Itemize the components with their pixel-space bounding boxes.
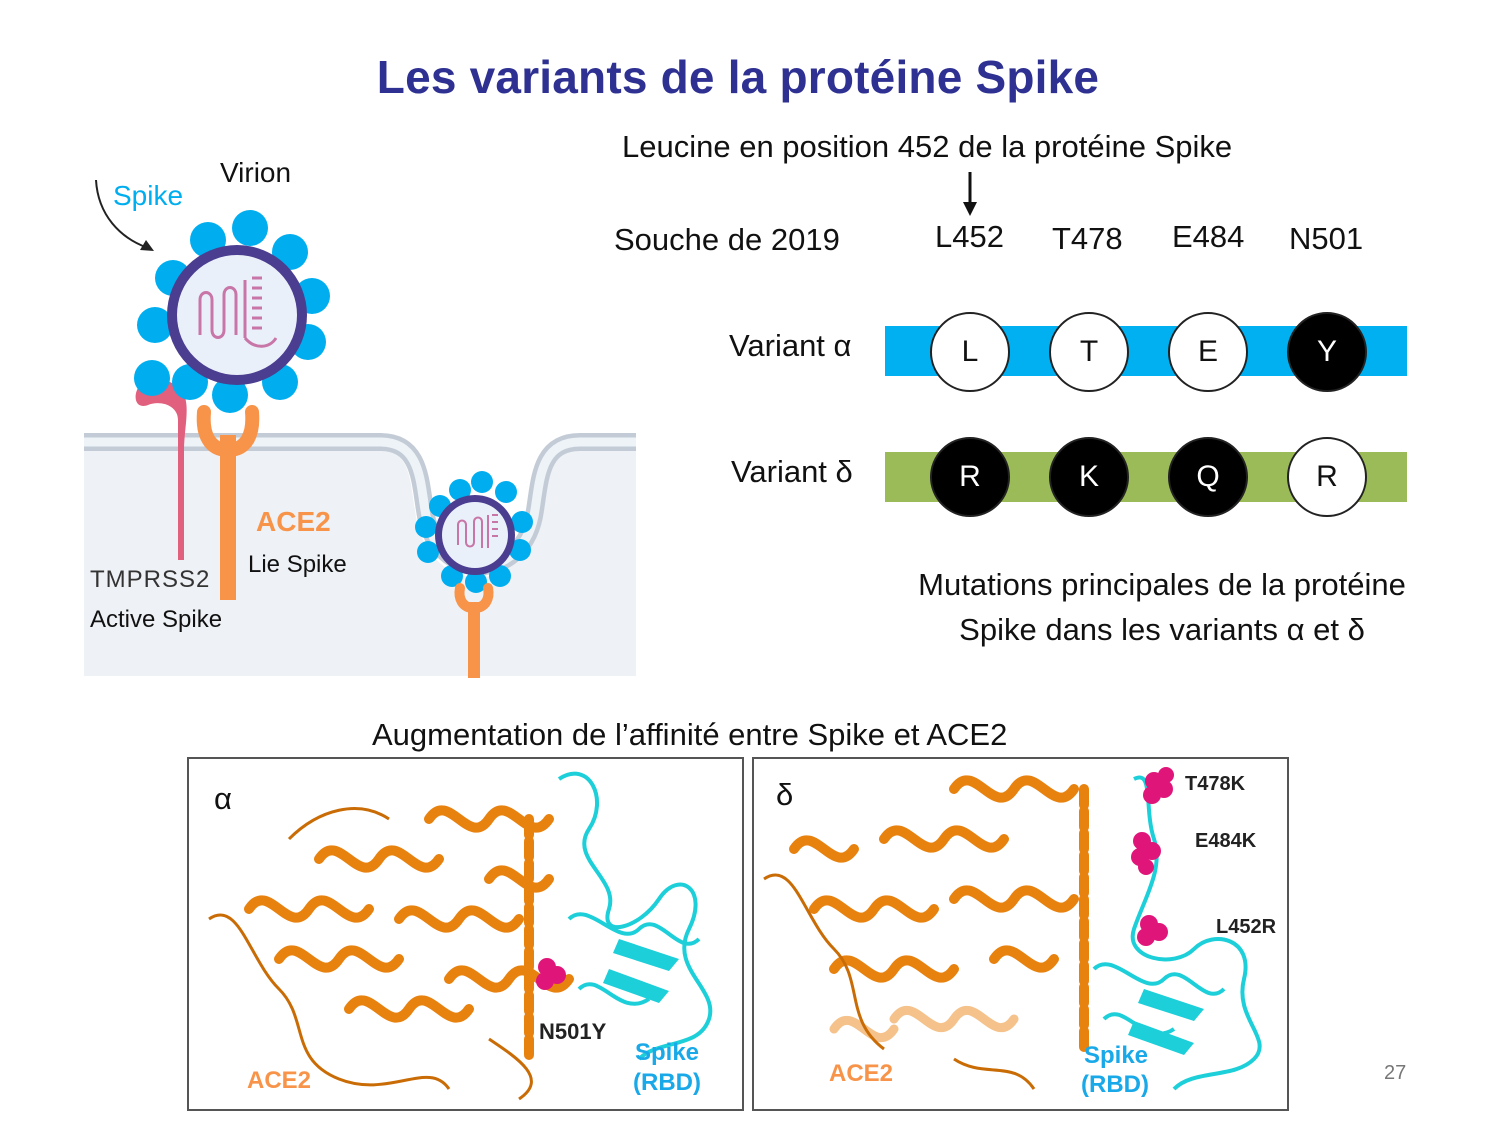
spike-label: Spike: [113, 180, 184, 211]
residue-circle: R: [1287, 437, 1367, 517]
reference-strain-label: Souche de 2019: [614, 222, 840, 257]
residue-circle-mutated: R: [930, 437, 1010, 517]
virion-label: Virion: [220, 157, 292, 188]
position-label: N501: [1289, 221, 1364, 256]
virion-diagram: [80, 150, 640, 680]
tmprss2-sublabel: Active Spike: [90, 606, 223, 633]
virion-small: [415, 471, 533, 593]
spike-rbd-label: Spike: [1084, 1042, 1149, 1069]
residue-circle: T: [1049, 312, 1129, 392]
spike-rbd-sublabel: (RBD): [1081, 1071, 1149, 1098]
structure-panel-delta: δ T478K E484K L452R ACE2 Spike (RBD): [752, 757, 1289, 1111]
panel-greek-label: δ: [776, 777, 794, 812]
residue-circle-mutated: K: [1049, 437, 1129, 517]
page-number: 27: [1384, 1062, 1407, 1084]
ace2-label: ACE2: [256, 506, 331, 537]
ace2-protein-label: ACE2: [829, 1060, 894, 1087]
ace2-sublabel: Lie Spike: [248, 551, 347, 578]
position-label: L452: [935, 219, 1004, 254]
variant-label: Variant δ: [731, 454, 853, 489]
residue-circle: L: [930, 312, 1010, 392]
affinity-caption: Augmentation de l’affinité entre Spike e…: [372, 717, 1008, 752]
structure-panel-alpha: α N501Y ACE2 Spike (RBD): [187, 757, 744, 1111]
tmprss2-label: TMPRSS2: [90, 566, 211, 593]
panel-greek-label: α: [214, 781, 232, 816]
down-arrow-icon: [963, 172, 977, 216]
virion-illustration: [84, 179, 636, 678]
mutations-caption-line1: Mutations principales de la protéine: [918, 567, 1406, 602]
spike-rbd-sublabel: (RBD): [633, 1069, 701, 1096]
virion-large: [134, 210, 330, 413]
position-label: T478: [1052, 221, 1123, 256]
leucine-caption: Leucine en position 452 de la protéine S…: [622, 129, 1233, 164]
residue-circle-mutated: Q: [1168, 437, 1248, 517]
mutation-label: E484K: [1195, 830, 1257, 852]
mutation-label: N501Y: [539, 1019, 607, 1044]
mutations-caption-line2: Spike dans les variants α et δ: [959, 612, 1365, 647]
page-title: Les variants de la protéine Spike: [376, 51, 1100, 103]
variant-label: Variant α: [729, 328, 852, 363]
ace2-protein-label: ACE2: [247, 1067, 312, 1094]
ace2-rbd-structure: [763, 767, 1262, 1091]
spike-rbd-label: Spike: [635, 1039, 700, 1066]
ace2-rbd-structure: [208, 771, 713, 1101]
mutation-label: T478K: [1185, 773, 1246, 795]
residue-circle-mutated: Y: [1287, 312, 1367, 392]
position-label: E484: [1172, 219, 1245, 254]
residue-circle: E: [1168, 312, 1248, 392]
mutation-label: L452R: [1216, 916, 1277, 938]
